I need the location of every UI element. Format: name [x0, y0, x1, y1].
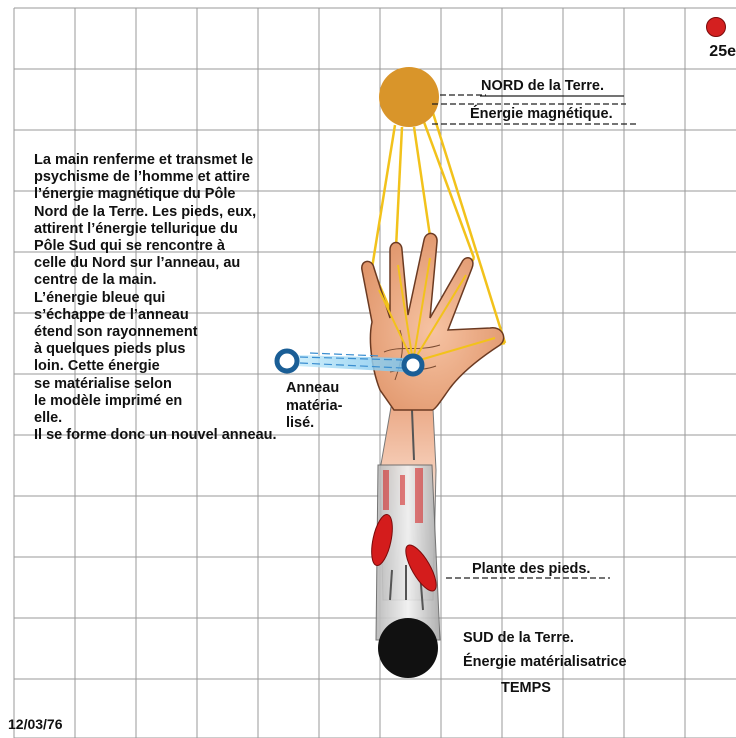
feet-label: Plante des pieds.: [472, 561, 590, 578]
date-label: 12/03/76: [8, 716, 63, 733]
hand: [362, 233, 504, 410]
page-number: 25e: [709, 43, 736, 62]
south-energy-label: Énergie matérialisatrice: [463, 654, 627, 671]
materialized-ring: [277, 351, 297, 371]
north-pole-sphere: [379, 67, 439, 127]
hand-ring: [404, 356, 422, 374]
south-pole-sphere: [378, 618, 438, 678]
page-marker-dot: [706, 17, 726, 37]
north-label: NORD de la Terre.: [481, 78, 604, 95]
north-energy-label: Énergie magnétique.: [470, 106, 613, 123]
south-label: SUD de la Terre.: [463, 630, 574, 647]
time-label: TEMPS: [501, 680, 551, 697]
main-description: La main renferme et transmet le psychism…: [34, 152, 277, 444]
ring-label: Anneau matéria- lisé.: [286, 380, 342, 433]
